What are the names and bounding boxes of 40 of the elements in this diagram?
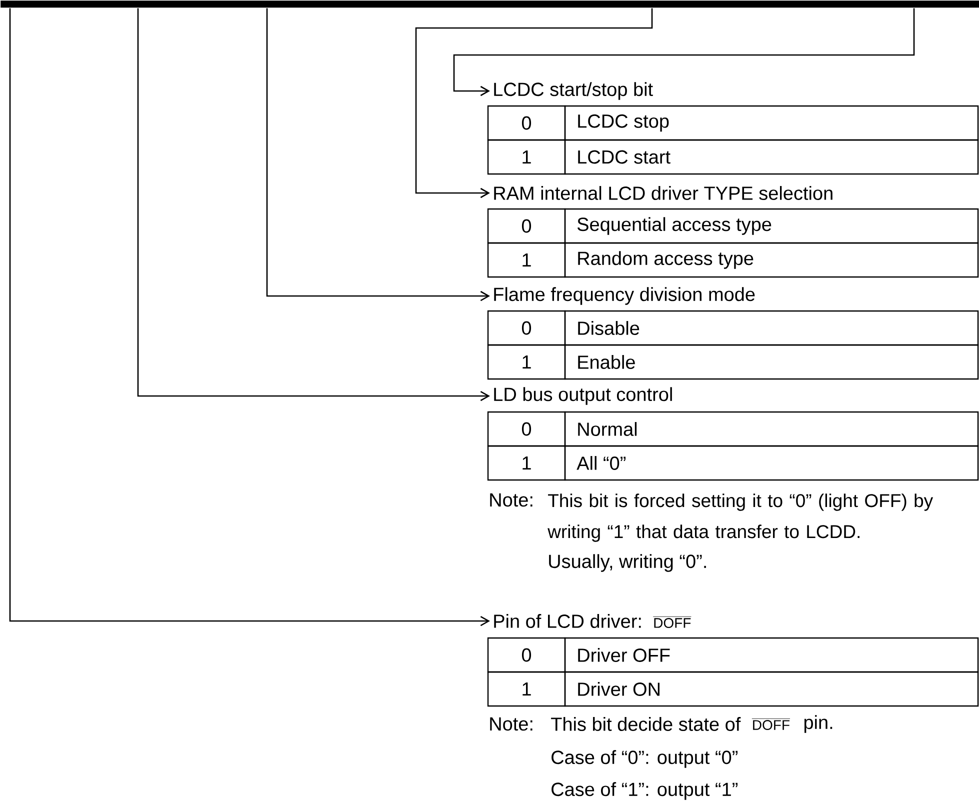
table-cell: Driver OFF [578,648,670,662]
table-cell: Disable [578,321,640,335]
table-cell: 0 [487,105,566,141]
table-cell: 1 [487,139,566,175]
note-label: Note: [490,493,532,507]
table-cell: 0 [487,637,566,673]
pin-name: $\overline{\mathrm{DOFF}}$ [752,718,790,730]
table-cell: 0 [487,411,566,447]
note-text: Usually, writing “0”. [549,554,706,572]
table-cell: Random access type [578,251,754,269]
table-cell: Normal [578,422,637,436]
field-heading: Pin of LCD driver: $\overline{\mathrm{DOFF}}$ [494,614,692,628]
arrow [137,8,490,402]
table-cell: 1 [487,344,566,380]
note-text: Case of “0”: output “0” [552,750,738,768]
note-label: Note: [490,717,532,731]
table-cell: 0 [487,310,566,346]
field-heading: RAM internal LCD driver TYPE selection [494,186,832,200]
arrow [9,8,490,626]
note-text: pin. [804,715,832,733]
arrow [453,8,915,96]
table-cell: LCDC stop [578,114,669,132]
arrow [415,8,653,198]
note-text: This bit decide state of [551,717,741,731]
table-cell: All “0” [576,456,626,470]
table-cell: Driver ON [578,682,660,696]
table-cell: Sequential access type [577,217,772,235]
note-text: Case of “1”: output “1” [552,782,738,800]
table-cell: 1 [487,671,566,707]
table-cell: 1 [487,445,566,481]
field-heading: Flame frequency division mode [494,287,755,305]
table-cell: LCDC start [578,150,670,164]
table-cell: 0 [487,208,566,244]
field-heading: LD bus output control [494,387,672,405]
table-cell: 1 [487,242,566,278]
note-text: This bit is forced setting it to “0” (light OFF) by writing “1” that data transfer to LCDD. [548,494,934,542]
register-bar [0,0,979,8]
table-cell: Enable [578,355,635,369]
field-heading: LCDC start/stop bit [494,82,653,100]
arrow [266,8,490,302]
